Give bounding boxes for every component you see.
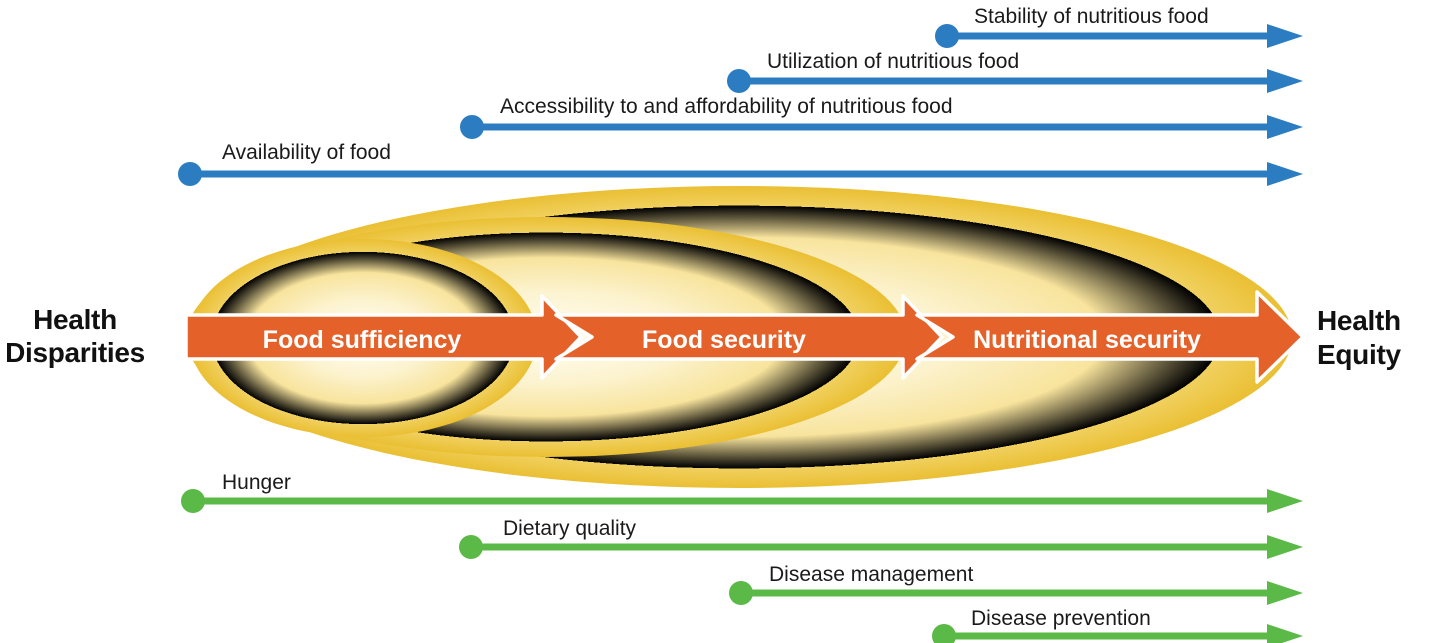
health-arrow-disease-management-label: Disease management <box>769 563 973 586</box>
arrow-head-icon <box>1267 24 1303 48</box>
arrow-head-icon <box>1267 69 1303 93</box>
arrow-head-icon <box>1267 489 1303 513</box>
arrow-head-icon <box>1267 535 1303 559</box>
stage-label-nutritional-security: Nutritional security <box>973 326 1201 354</box>
health-arrow-dietary-quality-label: Dietary quality <box>503 517 637 540</box>
left-title-line1: Health <box>33 304 117 335</box>
health-arrow-disease-prevention-label: Disease prevention <box>971 607 1151 630</box>
food-arrow-availability-label: Availability of food <box>222 141 391 164</box>
health-arrow-disease-prevention: Disease prevention <box>932 607 1303 643</box>
arrow-head-icon <box>1267 581 1303 605</box>
left-title-health-disparities: Health Disparities <box>5 304 145 368</box>
arrow-head-icon <box>1267 115 1303 139</box>
arrow-head-icon <box>1267 624 1303 643</box>
health-arrow-hunger-label: Hunger <box>222 471 291 494</box>
food-arrow-availability: Availability of food <box>178 141 1303 186</box>
stage-segment-nutritional-security <box>915 290 1305 384</box>
food-arrow-accessibility-label: Accessibility to and affordability of nu… <box>500 95 953 118</box>
stage-segment-food-security <box>554 294 944 380</box>
right-title-line2: Equity <box>1317 339 1401 370</box>
food-arrow-utilization: Utilization of nutritious food <box>727 50 1303 93</box>
food-arrow-stability-label: Stability of nutritious food <box>974 5 1209 28</box>
right-title-line1: Health <box>1317 305 1401 336</box>
health-arrow-disease-management: Disease management <box>729 563 1303 605</box>
stage-arrow <box>184 290 1305 384</box>
health-arrow-hunger: Hunger <box>181 471 1303 513</box>
right-title-health-equity: Health Equity <box>1317 305 1402 370</box>
food-arrow-accessibility: Accessibility to and affordability of nu… <box>460 95 1303 139</box>
stage-label-food-sufficiency: Food sufficiency <box>263 326 462 354</box>
stage-label-food-security: Food security <box>642 326 806 354</box>
food-arrow-utilization-label: Utilization of nutritious food <box>767 50 1019 73</box>
left-title-line2: Disparities <box>5 337 145 368</box>
arrow-head-icon <box>1267 162 1303 186</box>
health-arrow-dietary-quality: Dietary quality <box>459 517 1303 559</box>
food-arrow-stability: Stability of nutritious food <box>935 5 1303 48</box>
